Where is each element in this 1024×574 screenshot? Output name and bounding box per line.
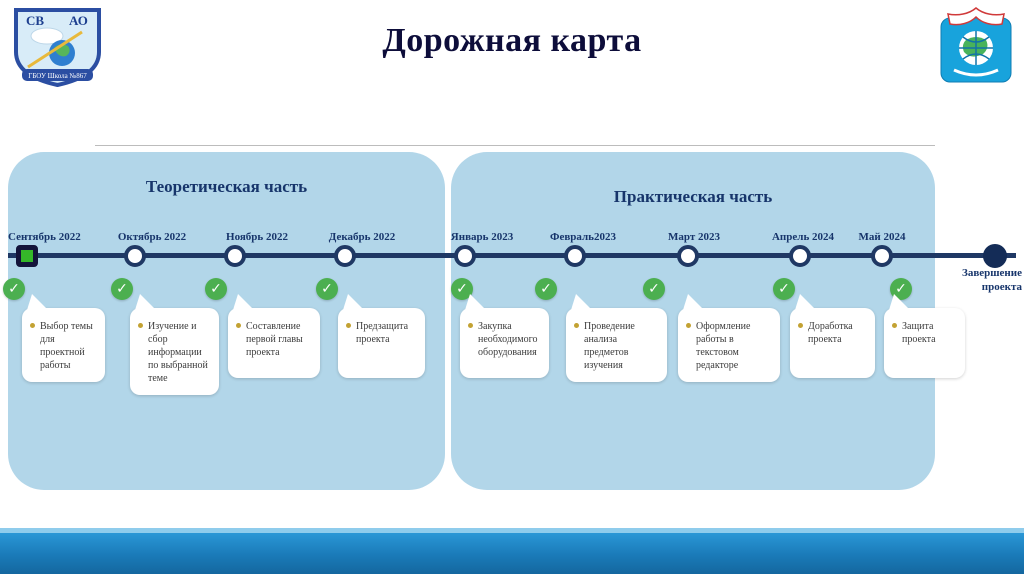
milestone-text: Оформление работы в текстовом редакторе [696, 321, 751, 371]
milestone-bubble: Доработка проекта [790, 294, 875, 378]
timeline-node [871, 245, 893, 267]
timeline-line [8, 253, 1016, 258]
timeline-node [334, 245, 356, 267]
page-title: Дорожная карта [382, 22, 642, 59]
month-label: Май 2024 [858, 231, 906, 243]
milestone-bubble: Оформление работы в текстовом редакторе [678, 294, 780, 382]
bullet-dot [798, 323, 803, 328]
svg-text:СВ: СВ [26, 13, 44, 28]
section-title-practice: Практическая часть [613, 187, 773, 206]
footer-band [0, 528, 1024, 574]
milestone-text: Проведение анализа предметов изучения [584, 321, 635, 371]
bullet-dot [346, 323, 351, 328]
title-divider [95, 145, 935, 146]
month-label: Ноябрь 2022 [226, 231, 288, 243]
timeline-node [677, 245, 699, 267]
check-icon: ✓ [205, 278, 227, 300]
timeline-node [789, 245, 811, 267]
check-icon: ✓ [535, 278, 557, 300]
milestone-text: Доработка проекта [808, 321, 853, 345]
month-label: Сентябрь 2022 [8, 231, 81, 243]
school-shield-icon: СВ АО ГБОУ Школа №867 [14, 8, 101, 88]
bullet-dot [574, 323, 579, 328]
book-globe-icon [940, 7, 1012, 83]
milestone-bubble: Предзащита проекта [338, 294, 425, 378]
end-label: Завершение проекта [962, 267, 1022, 293]
bullet-dot [468, 323, 473, 328]
timeline-node [124, 245, 146, 267]
milestone-bubble: Изучение и сбор информации по выбранной … [130, 294, 219, 395]
milestone-text: Составление первой главы проекта [246, 321, 303, 358]
month-label: Апрель 2024 [771, 231, 835, 243]
svg-text:ГБОУ Школа №867: ГБОУ Школа №867 [28, 72, 87, 80]
month-label: Октябрь 2022 [117, 231, 187, 243]
milestone-bubble: Составление первой главы проекта [228, 294, 320, 378]
check-icon: ✓ [111, 278, 133, 300]
timeline-node [454, 245, 476, 267]
milestone-text: Защита проекта [902, 321, 936, 345]
month-label: Январь 2023 [450, 231, 514, 243]
milestone-text: Изучение и сбор информации по выбранной … [148, 321, 208, 384]
check-icon: ✓ [773, 278, 795, 300]
month-label: Декабрь 2022 [328, 231, 396, 243]
timeline-node [224, 245, 246, 267]
milestone-bubble: Закупка необходимого оборудования [460, 294, 549, 378]
school-logo: СВ АО ГБОУ Школа №867 [10, 4, 105, 88]
milestone-bubble: Проведение анализа предметов изучения [566, 294, 667, 382]
bullet-dot [30, 323, 35, 328]
svg-text:АО: АО [69, 13, 88, 28]
bullet-dot [892, 323, 897, 328]
bullet-dot [686, 323, 691, 328]
month-label: Март 2023 [667, 231, 721, 243]
milestone-text: Предзащита проекта [356, 321, 409, 345]
bullet-dot [236, 323, 241, 328]
org-logo [940, 6, 1012, 84]
timeline-node-start [16, 245, 38, 267]
timeline-node-end [983, 244, 1007, 268]
check-icon: ✓ [3, 278, 25, 300]
section-title-theory: Теоретическая часть [145, 177, 308, 196]
milestone-bubble: Защита проекта [884, 294, 965, 378]
check-icon: ✓ [316, 278, 338, 300]
milestone-text: Закупка необходимого оборудования [478, 321, 538, 358]
footer-strip [0, 528, 1024, 533]
timeline-node [564, 245, 586, 267]
footer-blue-bar [0, 533, 1024, 574]
month-label: Февраль2023 [550, 231, 616, 243]
check-icon: ✓ [643, 278, 665, 300]
milestone-text: Выбор темы для проектной работы [40, 321, 93, 371]
bullet-dot [138, 323, 143, 328]
milestone-bubble: Выбор темы для проектной работы [22, 294, 105, 382]
